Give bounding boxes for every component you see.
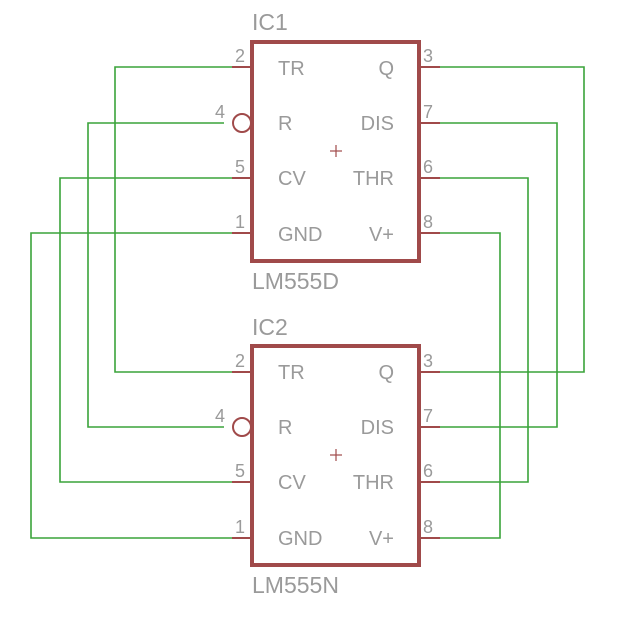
ic1-pin-name-q: Q <box>378 58 394 80</box>
ic2-pin-name-tr: TR <box>278 362 305 384</box>
ic1-symbol[interactable]: IC1 2 4 5 1 3 7 6 8 TR R CV GND Q DIS TH… <box>215 9 440 294</box>
ic2-pin-name-dis: DIS <box>361 417 394 439</box>
ic1-body <box>250 40 421 263</box>
wire-vplus[interactable] <box>440 232 501 539</box>
ic1-pin-num-8: 8 <box>423 212 433 232</box>
ic2-pin-num-7: 7 <box>423 406 433 426</box>
ic2-reference: IC2 <box>252 314 288 340</box>
ic2-pin-num-6: 6 <box>423 461 433 481</box>
ic1-pin-name-gnd: GND <box>278 224 322 246</box>
ic1-pin-num-4: 4 <box>215 102 225 122</box>
ic2-pin-name-q: Q <box>378 362 394 384</box>
ic2-value: LM555N <box>252 572 339 598</box>
ic1-pin-4-bubble[interactable] <box>232 113 252 133</box>
ic2-pin-num-1: 1 <box>235 517 245 537</box>
ic1-pin-name-r: R <box>278 113 292 135</box>
ic2-body <box>250 344 421 567</box>
ic2-pin-num-3: 3 <box>423 351 433 371</box>
wires <box>30 66 585 539</box>
ic1-pin-num-3: 3 <box>423 46 433 66</box>
ic1-pin-num-5: 5 <box>235 157 245 177</box>
ic1-pin-name-cv: CV <box>278 168 306 190</box>
ic1-pin-name-tr: TR <box>278 58 305 80</box>
ic2-pin-name-cv: CV <box>278 472 306 494</box>
ic1-pin-num-2: 2 <box>235 46 245 66</box>
ic2-pin-num-2: 2 <box>235 351 245 371</box>
wire-cv[interactable] <box>59 177 232 483</box>
wire-thr[interactable] <box>440 177 529 483</box>
ic2-pin-num-8: 8 <box>423 517 433 537</box>
ic2-pin-4-bubble[interactable] <box>232 417 252 437</box>
wire-r[interactable] <box>87 122 224 428</box>
ic2-pin-num-4: 4 <box>215 406 225 426</box>
ic2-pin-num-5: 5 <box>235 461 245 481</box>
ic1-pin-name-dis: DIS <box>361 113 394 135</box>
wire-tr[interactable] <box>114 66 232 373</box>
wire-q[interactable] <box>440 66 585 373</box>
ic1-pin-name-thr: THR <box>353 168 394 190</box>
wire-dis[interactable] <box>440 122 558 428</box>
ic1-pin-num-6: 6 <box>423 157 433 177</box>
ic2-pin-name-gnd: GND <box>278 528 322 550</box>
ic1-reference: IC1 <box>252 9 288 35</box>
ic2-pin-name-vplus: V+ <box>369 528 394 550</box>
wire-gnd[interactable] <box>30 232 232 539</box>
ic1-pin-num-1: 1 <box>235 212 245 232</box>
ic1-value: LM555D <box>252 268 339 294</box>
ic1-pin-num-7: 7 <box>423 102 433 122</box>
ic2-pin-name-r: R <box>278 417 292 439</box>
ic2-pin-name-thr: THR <box>353 472 394 494</box>
ic2-symbol[interactable]: IC2 2 4 5 1 3 7 6 8 TR R CV GND Q DIS TH… <box>215 314 440 598</box>
ic1-pin-name-vplus: V+ <box>369 224 394 246</box>
